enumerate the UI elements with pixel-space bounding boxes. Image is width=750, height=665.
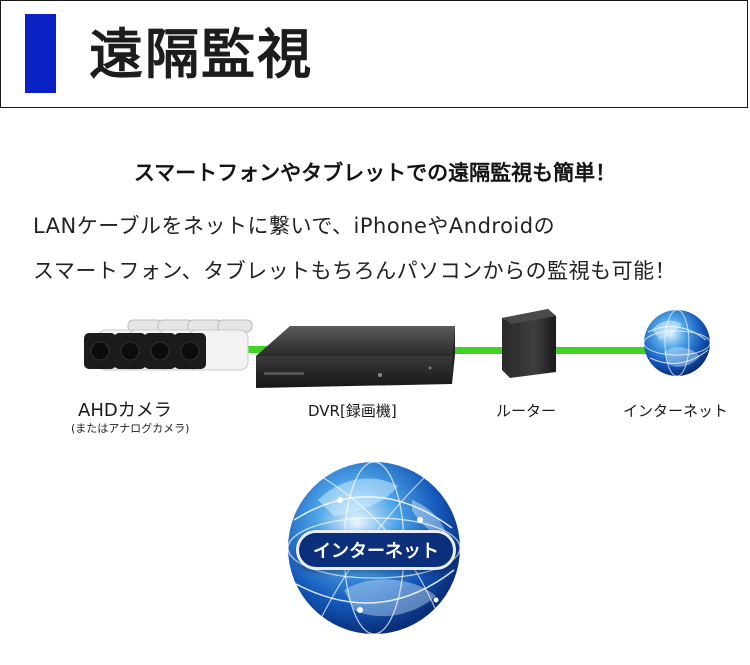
camera-label: AHDカメラ bbox=[78, 400, 172, 421]
description-line-1: LANケーブルをネットに繋いで、iPhoneやAndroidの bbox=[33, 214, 556, 238]
camera-sublabel: (またはアナログカメラ) bbox=[71, 422, 190, 435]
headline: スマートフォンやタブレットでの遠隔監視も簡単！ bbox=[133, 161, 617, 185]
internet-badge: インターネット bbox=[296, 530, 456, 570]
cable-camera-dvr bbox=[222, 346, 282, 353]
cable-dvr-router bbox=[452, 347, 504, 354]
description: LANケーブルをネットに繋いで、iPhoneやAndroidの スマートフォン、… bbox=[33, 204, 676, 294]
description-line-2: スマートフォン、タブレットもちろんパソコンからの監視も可能！ bbox=[33, 259, 677, 283]
title-bar: 遠隔監視 bbox=[0, 0, 748, 108]
router-label: ルーター bbox=[496, 402, 557, 420]
dvr-label: DVR[録画機] bbox=[308, 402, 397, 420]
cable-router-internet bbox=[552, 347, 652, 354]
dvr-icon bbox=[256, 326, 455, 388]
title-accent-bar bbox=[25, 14, 56, 93]
globe-icon bbox=[643, 309, 711, 377]
page-title: 遠隔監視 bbox=[89, 23, 313, 86]
network-cables bbox=[222, 346, 652, 354]
camera-icon bbox=[84, 319, 253, 371]
router-icon bbox=[502, 309, 556, 378]
internet-label: インターネット bbox=[623, 402, 729, 420]
